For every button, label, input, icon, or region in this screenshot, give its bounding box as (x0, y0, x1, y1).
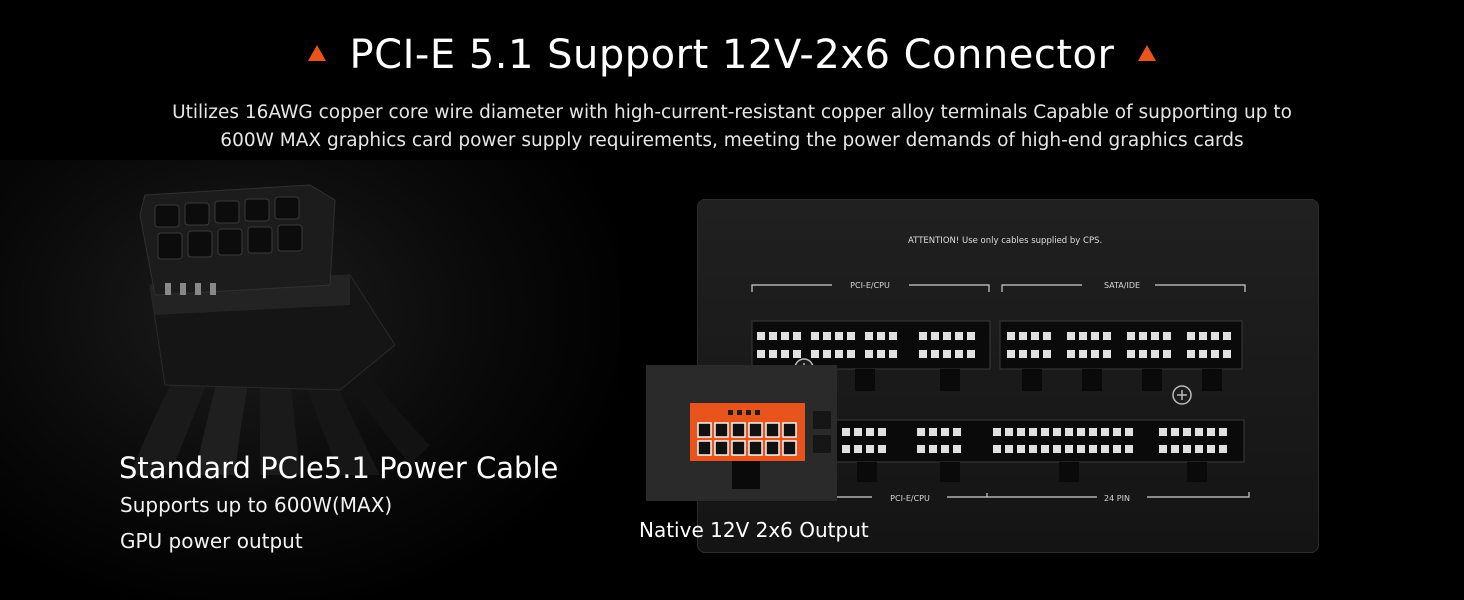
pin-sockets (154, 196, 303, 260)
label-24pin: 24 PIN (1104, 494, 1130, 503)
braided-cables (130, 360, 430, 475)
description: Utilizes 16AWG copper core wire diameter… (0, 99, 1464, 155)
page-title: PCI-E 5.1 Support 12V-2x6 Connector (0, 32, 1464, 78)
cable-subtitle-2: GPU power output (120, 529, 303, 553)
sense-pins (165, 283, 216, 295)
title-text: PCI-E 5.1 Support 12V-2x6 Connector (349, 32, 1115, 78)
description-line-1: Utilizes 16AWG copper core wire diameter… (172, 102, 1292, 123)
psu-connectors: PCI-E/CPU SATA/IDE PCI-E/CPU 24 PIN (751, 281, 1250, 503)
label-pcie-bottom: PCI-E/CPU (890, 494, 930, 503)
cable-connector-image (130, 184, 430, 475)
cable-title: Standard PCle5.1 Power Cable (119, 451, 559, 485)
triangle-up-icon (307, 45, 326, 61)
top-socket-row (751, 320, 1243, 391)
label-pcie-top: PCI-E/CPU (850, 281, 890, 290)
description-line-2: 600W MAX graphics card power supply requ… (220, 130, 1244, 151)
native-12v-2x6-connector (690, 403, 831, 489)
bottom-socket-row (831, 419, 1245, 482)
label-sata: SATA/IDE (1104, 281, 1140, 290)
native-output-label: Native 12V 2x6 Output (639, 518, 869, 542)
triangle-up-icon (1138, 45, 1157, 61)
attention-label: ATTENTION! Use only cables supplied by C… (908, 236, 1103, 246)
cable-subtitle-1: Supports up to 600W(MAX) (120, 493, 393, 517)
